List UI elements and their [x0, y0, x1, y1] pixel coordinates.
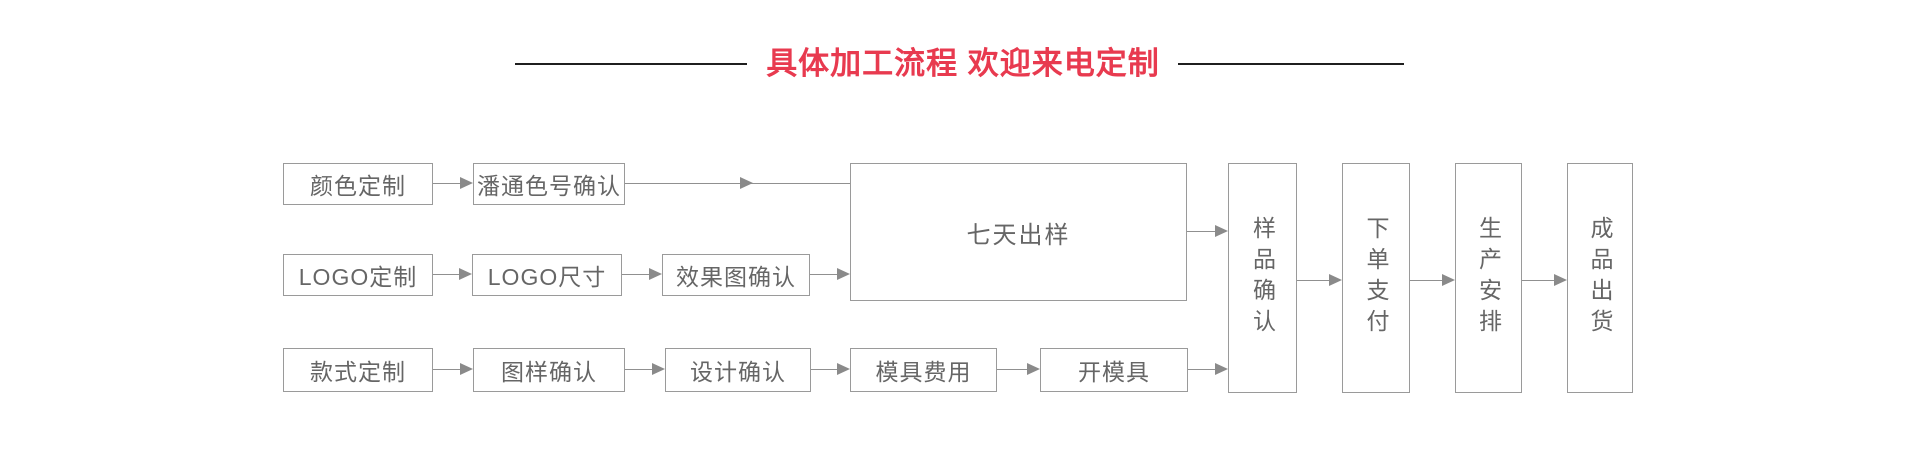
connector-line [811, 369, 837, 370]
connector-line [1187, 231, 1215, 232]
arrow-right-icon [837, 363, 850, 375]
arrow-right-icon [460, 363, 473, 375]
node-mold-open: 开模具 [1040, 348, 1188, 392]
arrow-right-icon [740, 177, 753, 189]
connector-line [622, 274, 649, 275]
connector-line [810, 274, 837, 275]
node-production-arrange: 生产安排 [1455, 163, 1522, 393]
connector-line [1188, 369, 1215, 370]
node-pantone-confirm: 潘通色号确认 [473, 163, 625, 205]
connector-line [997, 369, 1027, 370]
node-effect-confirm: 效果图确认 [662, 254, 810, 296]
node-sample-confirm: 样品确认 [1228, 163, 1297, 393]
arrow-right-icon [1554, 274, 1567, 286]
node-product-ship: 成品出货 [1567, 163, 1633, 393]
arrow-right-icon [1027, 363, 1040, 375]
title-right-rule [1178, 63, 1404, 65]
node-style-custom: 款式定制 [283, 348, 433, 392]
arrow-right-icon [459, 268, 472, 280]
arrow-right-icon [652, 363, 665, 375]
connector-line [625, 183, 850, 184]
node-seven-day-sample: 七天出样 [850, 163, 1187, 301]
node-logo-custom: LOGO定制 [283, 254, 433, 296]
arrow-right-icon [837, 268, 850, 280]
node-mold-fee: 模具费用 [850, 348, 997, 392]
arrow-right-icon [1215, 225, 1228, 237]
node-design-confirm: 设计确认 [665, 348, 811, 392]
arrow-right-icon [460, 177, 473, 189]
connector-line [433, 369, 460, 370]
node-color-custom: 颜色定制 [283, 163, 433, 205]
arrow-right-icon [1329, 274, 1342, 286]
connector-line [1522, 280, 1554, 281]
connector-line [433, 183, 460, 184]
arrow-right-icon [649, 268, 662, 280]
node-logo-size: LOGO尺寸 [472, 254, 622, 296]
connector-line [625, 369, 652, 370]
arrow-right-icon [1442, 274, 1455, 286]
title-left-rule [515, 63, 747, 65]
node-pattern-confirm: 图样确认 [473, 348, 625, 392]
connector-line [1297, 280, 1329, 281]
connector-line [1410, 280, 1442, 281]
section-title: 具体加工流程 欢迎来电定制 [766, 46, 1160, 81]
connector-line [433, 274, 459, 275]
node-order-pay: 下单支付 [1342, 163, 1410, 393]
arrow-right-icon [1215, 363, 1228, 375]
